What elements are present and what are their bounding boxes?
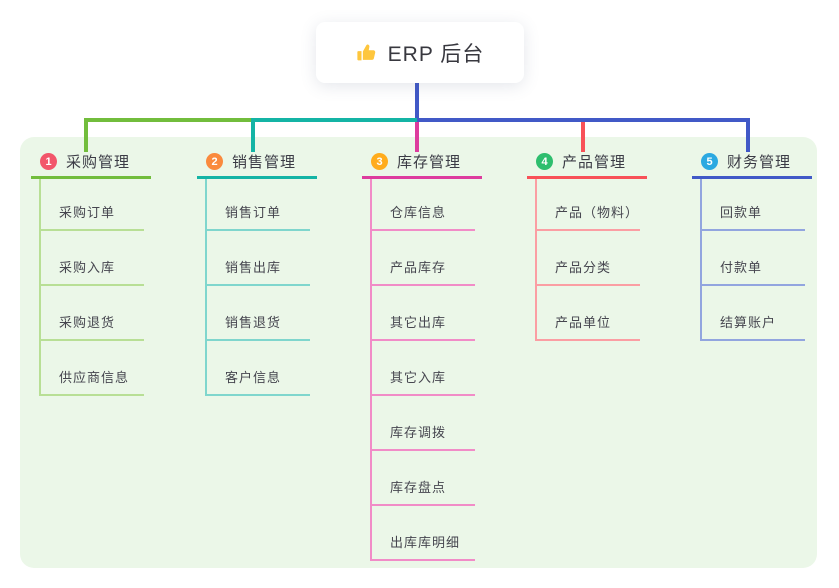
child-topic[interactable]: 产品单位 [555, 315, 612, 330]
child-topic[interactable]: 库存调拨 [390, 425, 447, 440]
root-label: ERP 后台 [387, 42, 485, 66]
child-underline [535, 229, 640, 231]
child-topic[interactable]: 产品库存 [390, 260, 447, 275]
branch-drop-connector [581, 122, 585, 152]
branch-child-rail [205, 179, 207, 396]
branch-node[interactable]: 3 库存管理 [371, 151, 461, 172]
root-node[interactable]: ERP 后台 [316, 22, 524, 83]
child-underline [370, 284, 475, 286]
child-underline [39, 339, 144, 341]
child-topic[interactable]: 其它入库 [390, 370, 447, 385]
child-underline [205, 284, 310, 286]
branch-drop-connector [746, 122, 750, 152]
child-underline [700, 339, 805, 341]
branch-underline [31, 176, 151, 179]
branch-label: 库存管理 [397, 154, 462, 171]
branch: 4 产品管理 产品（物料） 产品分类产品单位 [527, 0, 693, 588]
branch-child-rail [700, 179, 702, 341]
child-topic[interactable]: 结算账户 [720, 315, 777, 330]
child-topic[interactable]: 采购订单 [59, 205, 116, 220]
child-topic[interactable]: 供应商信息 [59, 370, 130, 385]
root-stem-connector [415, 83, 419, 118]
child-topic[interactable]: 库存盘点 [390, 480, 447, 495]
child-topic[interactable]: 其它出库 [390, 315, 447, 330]
branch-child-rail [39, 179, 41, 396]
child-topic[interactable]: 销售退货 [225, 315, 282, 330]
branch-node[interactable]: 5 财务管理 [701, 151, 791, 172]
thumbs-up-icon [356, 42, 378, 64]
branch-child-rail [535, 179, 537, 341]
child-underline [370, 449, 475, 451]
child-underline [535, 284, 640, 286]
branch-child-rail [370, 179, 372, 561]
child-underline [39, 229, 144, 231]
child-underline [370, 229, 475, 231]
child-topic[interactable]: 销售订单 [225, 205, 282, 220]
branch-node[interactable]: 1 采购管理 [40, 151, 130, 172]
child-topic[interactable]: 出库库明细 [390, 535, 461, 550]
branch: 3 库存管理 仓库信息产品库存其它出库其它入库库存调拨库存盘点出库库明细 [362, 0, 528, 588]
branch-underline [527, 176, 647, 179]
child-topic[interactable]: 回款单 [720, 205, 763, 220]
branch-number-badge: 5 [701, 153, 718, 170]
branch-node[interactable]: 4 产品管理 [536, 151, 626, 172]
child-underline [205, 394, 310, 396]
trunk-segment-blue [417, 118, 750, 122]
child-topic[interactable]: 产品（物料） [555, 205, 640, 220]
branch-underline [692, 176, 812, 179]
branch-number-badge: 2 [206, 153, 223, 170]
branch-label: 采购管理 [66, 154, 131, 171]
child-topic[interactable]: 采购入库 [59, 260, 116, 275]
branch-node[interactable]: 2 销售管理 [206, 151, 296, 172]
branch-label: 产品管理 [562, 154, 627, 171]
child-topic[interactable]: 产品分类 [555, 260, 612, 275]
branch: 1 采购管理 采购订单采购入库采购退货供应商信息 [31, 0, 197, 588]
branch-drop-connector [84, 122, 88, 152]
branch-underline [197, 176, 317, 179]
branches-panel [20, 137, 817, 568]
child-underline [205, 229, 310, 231]
branch-drop-connector [251, 122, 255, 152]
child-underline [39, 394, 144, 396]
branch-number-badge: 4 [536, 153, 553, 170]
child-topic[interactable]: 付款单 [720, 260, 763, 275]
child-underline [205, 339, 310, 341]
branch: 2 销售管理 销售订单销售出库销售退货客户信息 [197, 0, 363, 588]
child-underline [535, 339, 640, 341]
branch-drop-connector [415, 122, 419, 152]
child-underline [700, 284, 805, 286]
branch-underline [362, 176, 482, 179]
child-underline [370, 339, 475, 341]
child-topic[interactable]: 客户信息 [225, 370, 282, 385]
child-topic[interactable]: 销售出库 [225, 260, 282, 275]
trunk-segment-teal [251, 118, 417, 122]
branch-number-badge: 3 [371, 153, 388, 170]
child-underline [39, 284, 144, 286]
trunk-segment-green [84, 118, 251, 122]
branch-number-badge: 1 [40, 153, 57, 170]
child-topic[interactable]: 仓库信息 [390, 205, 447, 220]
branch: 5 财务管理 回款单付款单结算账户 [692, 0, 839, 588]
branch-label: 销售管理 [232, 154, 297, 171]
branch-label: 财务管理 [727, 154, 792, 171]
child-underline [370, 559, 475, 561]
child-underline [370, 504, 475, 506]
child-underline [700, 229, 805, 231]
child-topic[interactable]: 采购退货 [59, 315, 116, 330]
child-underline [370, 394, 475, 396]
